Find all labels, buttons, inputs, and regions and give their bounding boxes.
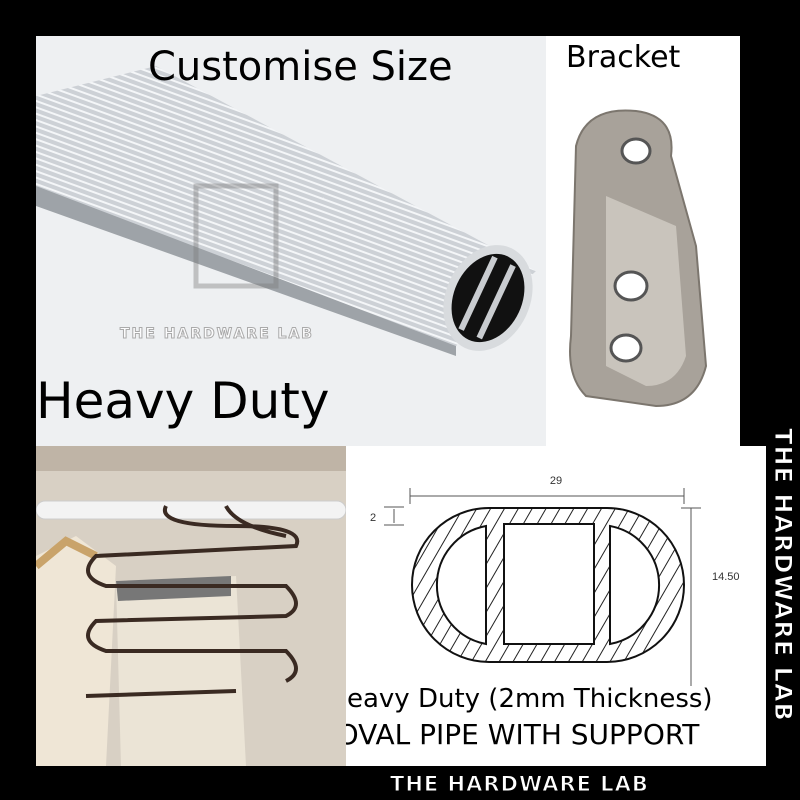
watermark: THE HARDWARE LAB: [120, 326, 314, 343]
side-brand-text: THE HARDWARE LAB: [769, 428, 798, 723]
thickness-dimension: 2: [370, 512, 376, 524]
height-dimension: 14.50: [712, 571, 740, 583]
thickness-caption: Heavy Duty (2mm Thickness): [346, 684, 713, 714]
side-brand-logo: THE HARDWARE LAB: [766, 380, 800, 770]
heavy-duty-title: Heavy Duty: [36, 372, 330, 430]
bottom-brand-logo: THE HARDWARE LAB: [390, 772, 649, 797]
width-dimension: 29: [550, 475, 562, 487]
customise-size-title: Customise Size: [148, 44, 453, 90]
pipe-cross-section-panel: 29 14.50 2 Heavy Duty (2mm Thickness) OV…: [346, 446, 766, 766]
bracket-title: Bracket: [566, 40, 681, 75]
wardrobe-hanger-image: [36, 446, 346, 766]
bracket-image: [569, 109, 708, 408]
bracket-photo-panel: Bracket: [546, 36, 740, 446]
wardrobe-photo-panel: [36, 446, 346, 766]
cross-section-diagram: 29 14.50 2: [370, 475, 740, 693]
oval-pipe-image: [36, 66, 536, 356]
pipe-photo-panel: Customise Size THE HARDWARE LAB Heavy Du…: [36, 36, 546, 446]
product-caption: OVAL PIPE WITH SUPPORT: [346, 718, 700, 751]
